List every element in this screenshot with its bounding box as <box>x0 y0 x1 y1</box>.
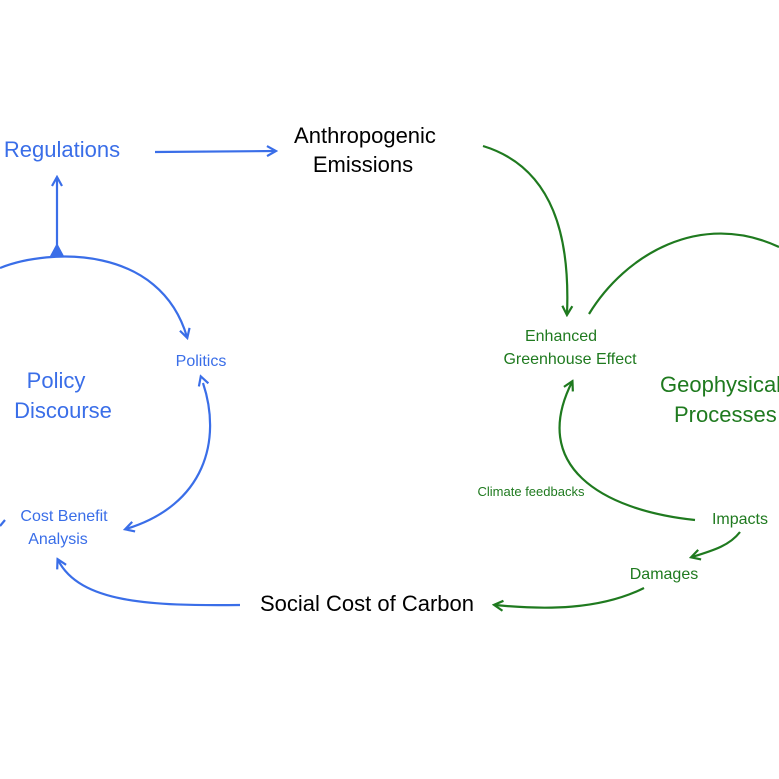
arrow-policy-arc-to-politics <box>0 255 187 337</box>
anthropogenic-label-line1: Anthropogenic <box>294 123 436 148</box>
arrow-damages-to-social-cost <box>495 587 645 608</box>
arrow-emissions-to-greenhouse <box>482 144 567 314</box>
arrow-regulations-to-emissions <box>154 151 275 152</box>
anthropogenic-label-line2: Emissions <box>313 152 413 177</box>
arrow-impacts-to-greenhouse <box>558 382 696 522</box>
junction-triangle <box>50 243 64 256</box>
cost-benefit-label-line2: Analysis <box>28 531 88 548</box>
arrow-impacts-to-damages <box>692 531 741 557</box>
policy-label-line1: Policy <box>27 368 86 393</box>
regulations-label: Regulations <box>4 137 120 162</box>
social-cost-label: Social Cost of Carbon <box>260 591 474 616</box>
impacts-label: Impacts <box>712 511 768 528</box>
damages-label: Damages <box>630 566 698 583</box>
enhanced-label-line2: Greenhouse Effect <box>503 351 637 368</box>
climate-feedbacks-label: Climate feedbacks <box>478 484 585 499</box>
geophysical-label-line1: Geophysical <box>660 372 779 397</box>
arrow-fragment-left <box>0 519 6 527</box>
arrow-social-cost-to-cost-benefit <box>58 560 241 607</box>
arrow-politics-cost-benefit <box>126 383 212 529</box>
enhanced-label-line1: Enhanced <box>525 328 597 345</box>
policy-label-line2: Discourse <box>14 398 112 423</box>
cost-benefit-label-line1: Cost Benefit <box>20 508 108 525</box>
politics-label: Politics <box>176 353 227 370</box>
arrow-greenhouse-to-geophysical <box>588 232 779 315</box>
geophysical-label-line2: Processes <box>674 402 777 427</box>
